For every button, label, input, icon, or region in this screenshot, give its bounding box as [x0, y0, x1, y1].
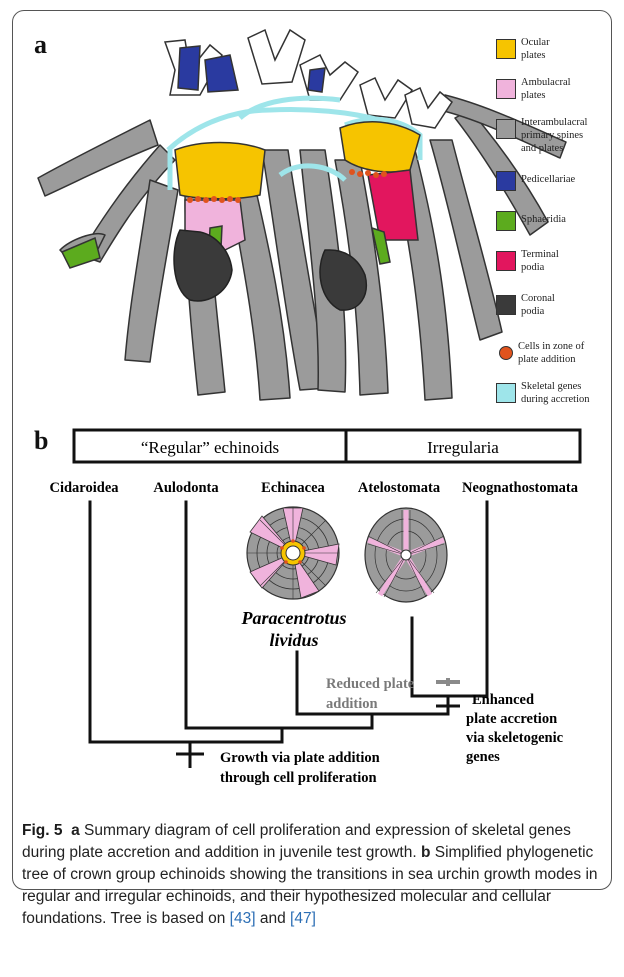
legend-item-coronal-podia: Coronal podia [496, 292, 613, 318]
taxon-cidaroidea: Cidaroidea [49, 480, 119, 496]
figure-caption: Fig. 5 a Summary diagram of cell prolife… [22, 820, 610, 930]
caption-b-label: b [421, 844, 430, 861]
legend-label: Interambulacral primary spines and plate… [521, 116, 613, 155]
legend-label: Coronal podia [521, 292, 613, 318]
reduced-line1: Reduced plate [326, 676, 415, 692]
phylogenetic-tree: “Regular” echinoids Irregularia Cidaroid… [0, 420, 624, 820]
legend-label: Sphaeridia [521, 213, 613, 226]
legend-swatch [496, 251, 516, 271]
pedicellariae [165, 30, 452, 128]
enhanced-line4: genes [466, 749, 500, 765]
species-name-line1: Paracentrotus [240, 608, 346, 628]
interambulacral-spines [38, 95, 566, 400]
legend-swatch [496, 119, 516, 139]
legend-label: Skeletal genes during accretion [521, 380, 613, 406]
legend-label: Ocular plates [521, 36, 613, 62]
legend-item-terminal-podia: Terminal podia [496, 248, 613, 274]
legend-swatch [499, 346, 513, 360]
legend-item-interambulacral: Interambulacral primary spines and plate… [496, 116, 613, 155]
group-irregularia-label: Irregularia [427, 438, 499, 457]
legend-item-ambulacral: Ambulacral plates [496, 76, 613, 102]
legend-item-cells: Cells in zone of plate addition [496, 340, 610, 366]
group-regular-label: “Regular” echinoids [141, 438, 279, 457]
legend-label: Terminal podia [521, 248, 613, 274]
legend-label: Cells in zone of plate addition [518, 340, 610, 366]
caption-ref-43[interactable]: [43] [230, 910, 256, 927]
reduced-marker [436, 678, 460, 686]
legend-item-ocular: Ocular plates [496, 36, 613, 62]
legend-swatch [496, 211, 516, 231]
enhanced-marker [436, 701, 460, 714]
legend-swatch [496, 295, 516, 315]
legend-swatch [496, 383, 516, 403]
growth-marker [176, 742, 204, 768]
taxon-neognathostomata: Neognathostomata [462, 480, 579, 496]
caption-a-label: a [71, 822, 80, 839]
irregular-test-illustration [365, 508, 447, 602]
growth-line2: through cell proliferation [220, 770, 377, 786]
legend-item-pedicellariae: Pedicellariae [496, 168, 613, 191]
growth-line1: Growth via plate addition [220, 750, 380, 766]
regular-test-illustration [247, 507, 339, 599]
legend-swatch [496, 79, 516, 99]
enhanced-line1: Enhanced [472, 692, 534, 708]
reduced-line2: addition [326, 696, 378, 712]
caption-fig-label: Fig. 5 [22, 822, 62, 839]
taxon-atelostomata: Atelostomata [358, 480, 441, 496]
caption-and: and [256, 910, 290, 927]
species-name-line2: lividus [269, 630, 318, 650]
taxon-echinacea: Echinacea [261, 480, 325, 496]
legend-item-sphaeridia: Sphaeridia [496, 208, 613, 231]
legend-label: Ambulacral plates [521, 76, 613, 102]
caption-ref-47[interactable]: [47] [290, 910, 316, 927]
legend-label: Pedicellariae [521, 173, 613, 186]
enhanced-line2: plate accretion [466, 711, 557, 727]
enhanced-line3: via skeletogenic [466, 730, 564, 746]
legend-swatch [496, 171, 516, 191]
legend-item-skeletal-genes: Skeletal genes during accretion [496, 380, 613, 406]
legend-swatch [496, 39, 516, 59]
taxon-aulodonta: Aulodonta [153, 480, 219, 496]
